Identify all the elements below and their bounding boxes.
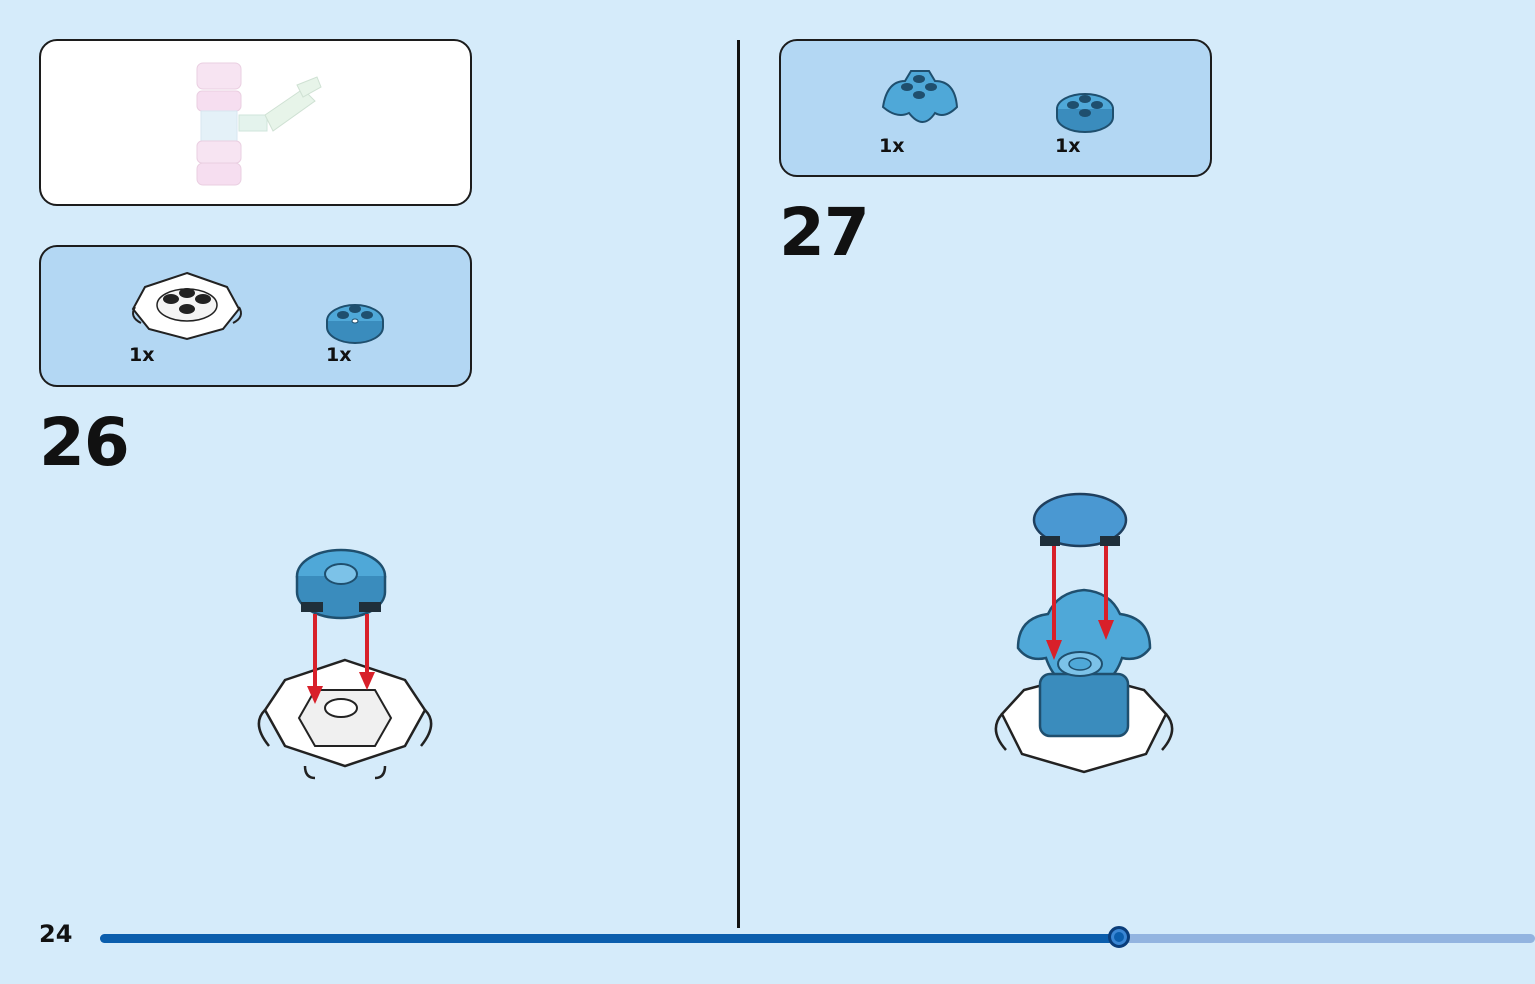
progress-indicator-knob [1107, 926, 1130, 948]
parts-list-box-step-26: 1x 1x [39, 245, 472, 387]
progress-bar [100, 926, 1535, 948]
part-qty-label: 1x [879, 135, 905, 157]
blue-small-round-plate-icon [1056, 93, 1114, 133]
step-27-assembly-illustration [994, 492, 1174, 774]
part-qty-label: 1x [326, 344, 352, 366]
submodel-preview-box [39, 39, 472, 206]
progress-bar-fill [100, 934, 1119, 943]
submodel-preview-icon [196, 62, 322, 186]
page-number: 24 [39, 920, 73, 948]
blue-round-plate-icon [326, 304, 384, 344]
step-26-assembly-illustration [257, 548, 433, 780]
step-number: 26 [39, 404, 130, 481]
blue-petal-plate-icon [881, 70, 959, 123]
part-qty-label: 1x [129, 344, 155, 366]
step-number: 27 [779, 194, 870, 271]
part-qty-label: 1x [1055, 135, 1081, 157]
page-divider [737, 40, 740, 928]
parts-list-box-step-27: 1x 1x [779, 39, 1212, 177]
white-claw-base-piece-icon [131, 271, 242, 341]
